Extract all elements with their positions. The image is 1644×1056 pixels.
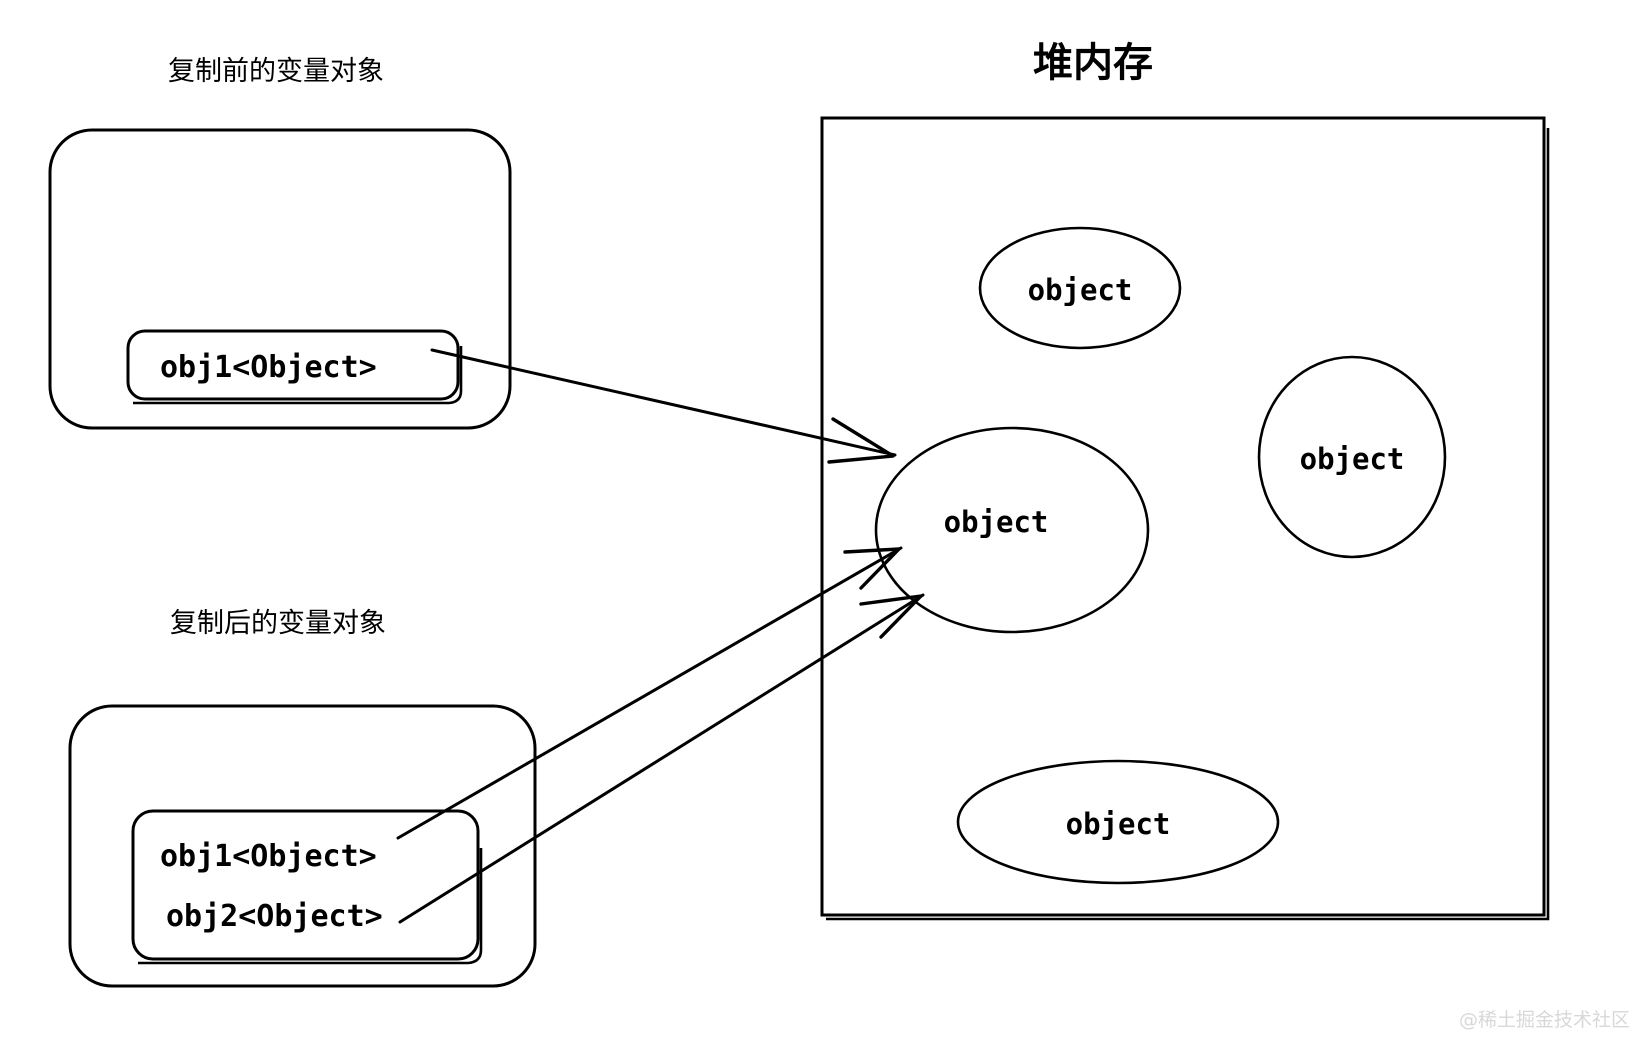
reference-arrows <box>396 348 925 924</box>
before-copy-variable-box-shadow <box>133 346 463 405</box>
after-copy-group: 复制后的变量对象 obj1<Object> obj2<Object> <box>68 608 537 988</box>
heap-object-right-label: object <box>1300 442 1405 476</box>
before-copy-group: 复制前的变量对象 obj1<Object> <box>48 56 512 430</box>
after-copy-caption: 复制后的变量对象 <box>170 608 386 639</box>
heap-memory-group: 堆内存 object object object object <box>820 40 1550 921</box>
heap-object-right <box>1257 355 1447 559</box>
heap-object-center <box>874 426 1150 634</box>
heap-memory-box <box>820 116 1546 917</box>
before-copy-variable-box <box>126 329 460 401</box>
arrow-after-obj1-line <box>396 546 903 840</box>
arrow-before-obj1-head <box>827 417 895 464</box>
before-copy-obj1-label: obj1<Object> <box>160 350 377 385</box>
heap-object-bottom-label: object <box>1066 807 1171 841</box>
heap-object-top-label: object <box>1028 273 1133 307</box>
after-copy-variable-box-shadow <box>138 848 483 965</box>
arrow-after-obj2-head <box>859 594 923 639</box>
after-copy-obj1-label: obj1<Object> <box>160 839 377 874</box>
arrow-after-obj2-line <box>398 593 925 924</box>
after-copy-obj2-label: obj2<Object> <box>166 899 383 934</box>
heap-memory-title: 堆内存 <box>1033 40 1153 86</box>
arrow-after-obj1-head <box>843 547 901 590</box>
after-copy-variable-box <box>131 809 480 961</box>
heap-memory-box-shadow <box>826 128 1550 921</box>
heap-object-center-label: object <box>944 505 1049 539</box>
heap-object-bottom <box>956 759 1280 885</box>
watermark-text: @稀土掘金技术社区 <box>1459 1009 1630 1031</box>
arrow-before-obj1-line <box>430 348 897 457</box>
after-copy-scope-box <box>68 704 537 988</box>
before-copy-caption: 复制前的变量对象 <box>168 56 384 87</box>
before-copy-scope-box <box>48 128 512 430</box>
heap-object-top <box>978 226 1182 350</box>
